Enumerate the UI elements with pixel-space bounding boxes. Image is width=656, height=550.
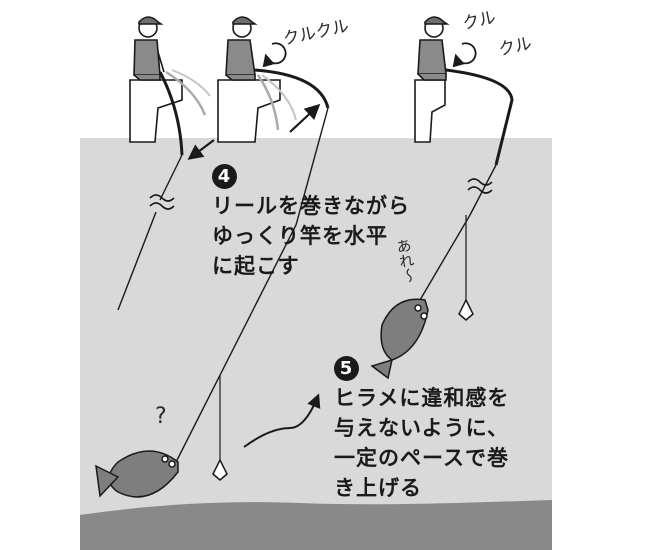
angler-left — [129, 16, 183, 143]
fish-question-mark: ? — [155, 404, 167, 429]
sinker-icon — [212, 458, 228, 481]
fishing-rod-right — [445, 68, 514, 166]
direction-arrow-icon — [187, 139, 215, 160]
direction-arrow-icon — [243, 393, 321, 448]
rotation-arrow-icon — [262, 42, 287, 68]
line-break-icon — [467, 178, 493, 194]
step-5-line: き上げる — [334, 476, 422, 500]
step-5-line: ヒラメに違和感を — [334, 386, 510, 410]
flatfish-icon — [95, 450, 179, 498]
pier-block-icon — [414, 79, 446, 143]
fishing-line-left — [117, 154, 183, 311]
rod-motion-ghost — [261, 74, 297, 121]
angler-right — [414, 16, 450, 143]
direction-arrow-icon — [289, 103, 321, 133]
sinker-icon — [458, 298, 474, 321]
step-5-caption: 5 ヒラメに違和感を 与えないように、 一定のペースで巻 き上げる — [334, 352, 509, 503]
angler-middle — [217, 16, 281, 143]
fishing-line-middle — [171, 107, 329, 471]
flatfish-hooked-icon — [370, 298, 429, 380]
step-5-line: 一定のペースで巻 — [334, 446, 509, 470]
step-4-line: ゆっくり竿を水平 — [212, 224, 388, 248]
seabed — [80, 500, 552, 550]
step-4-line: リールを巻きながら — [212, 194, 410, 218]
rod-motion-ghost — [171, 69, 211, 97]
step-4-caption: 4 リールを巻きながら ゆっくり竿を水平 に起こす — [212, 160, 410, 281]
pier-block-icon — [217, 79, 281, 143]
rotation-arrow-icon — [452, 42, 477, 68]
fishing-line-right — [419, 164, 497, 301]
step-5-line: 与えないように、 — [334, 416, 509, 440]
step-5-number-badge: 5 — [334, 356, 359, 381]
line-break-icon — [149, 194, 175, 210]
fishing-rod-left — [158, 71, 184, 156]
fishing-rod-middle — [254, 68, 330, 109]
step-4-line: に起こす — [212, 254, 300, 278]
rod-motion-ghost — [165, 70, 207, 116]
rod-motion-ghost — [256, 74, 280, 131]
step-4-number-badge: 4 — [212, 164, 237, 189]
